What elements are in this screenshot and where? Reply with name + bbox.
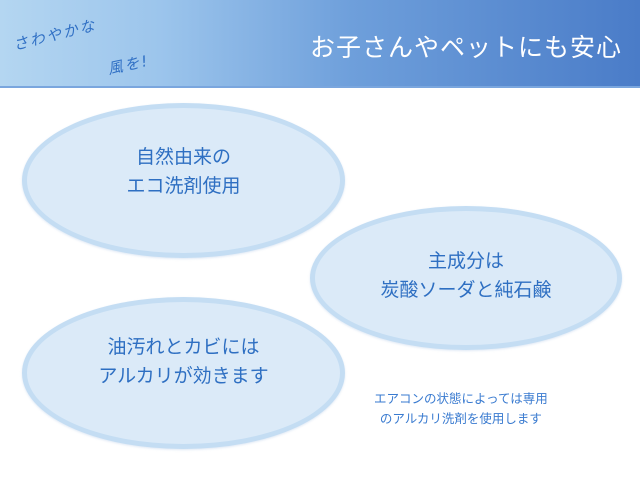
bubble-text-line-2: 炭酸ソーダと純石鹸 — [380, 279, 552, 301]
tagline-line-1: さわやかな — [11, 15, 99, 55]
footnote-line-2: のアルカリ洗剤を使用します — [379, 411, 542, 426]
bubble-text-line-2: アルカリが効きます — [98, 365, 269, 387]
tagline-line-2: 風を! — [106, 51, 151, 79]
bubble-text-line-1: 油汚れとカビには — [107, 336, 260, 358]
footnote: エアコンの状態によっては専用 のアルカリ洗剤を使用します — [374, 389, 548, 429]
footnote-line-1: エアコンの状態によっては専用 — [374, 391, 548, 406]
bubble-text-line-1: 自然由来の — [135, 145, 231, 168]
feature-bubble-eco-detergent: 自然由来の エコ洗剤使用 — [22, 103, 345, 258]
page-title: お子さんやペットにも安心 — [309, 33, 622, 62]
feature-bubble-alkaline: 油汚れとカビには アルカリが効きます — [22, 297, 345, 449]
header-banner: さわやかな 風を! お子さんやペットにも安心 — [0, 0, 640, 88]
bubble-text-line-1: 主成分は — [427, 250, 504, 272]
feature-bubble-ingredients: 主成分は 炭酸ソーダと純石鹸 — [310, 206, 622, 350]
bubble-text-line-2: エコ洗剤使用 — [126, 174, 241, 197]
